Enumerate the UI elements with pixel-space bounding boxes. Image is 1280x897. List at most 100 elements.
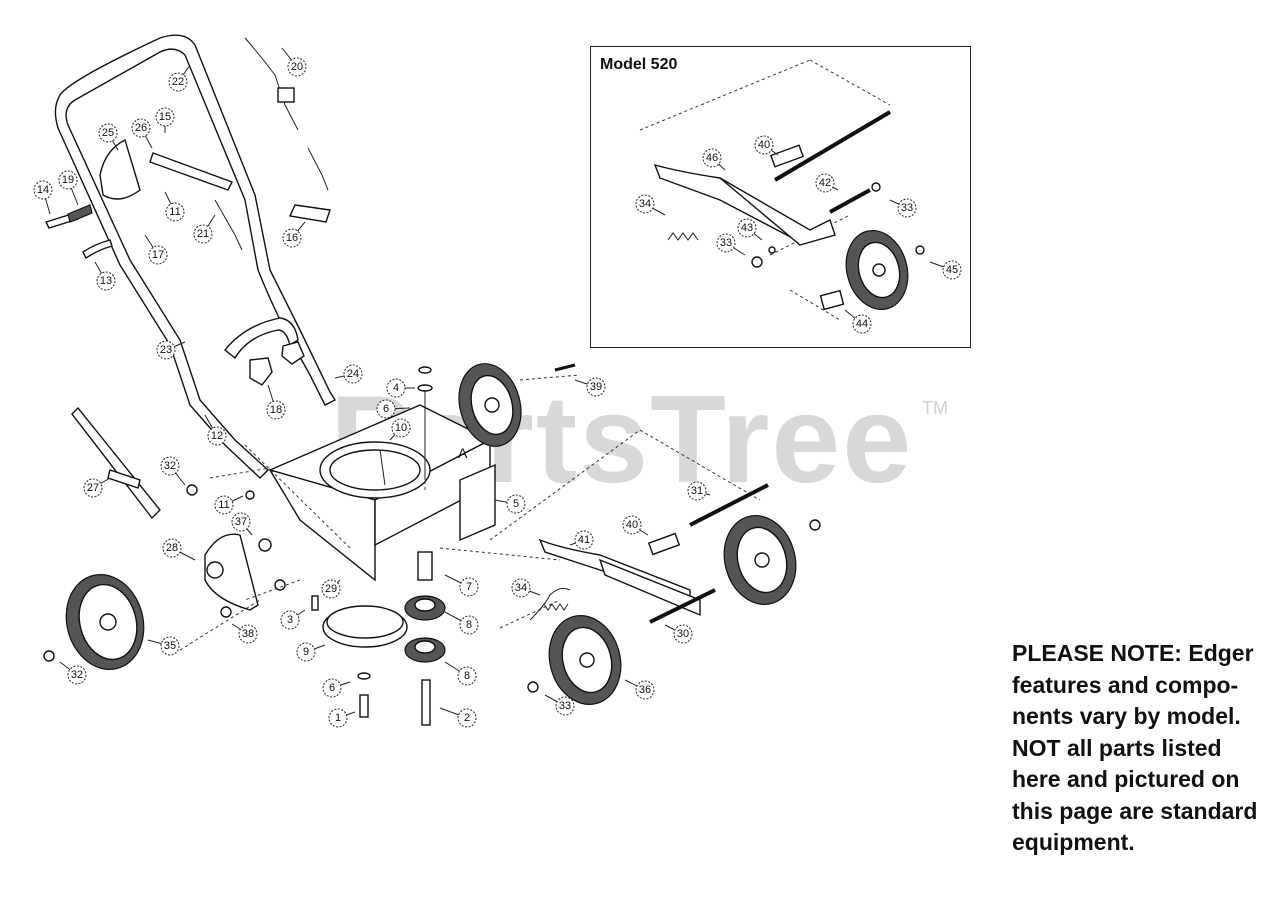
callout-circle bbox=[737, 218, 757, 238]
callout-circle bbox=[555, 696, 575, 716]
callout-number: 1 bbox=[335, 712, 341, 724]
callout-number: 44 bbox=[856, 318, 868, 330]
callout-circle bbox=[635, 194, 655, 214]
callout-circle bbox=[673, 624, 693, 644]
washer-37 bbox=[258, 538, 272, 552]
callout-20: 20 bbox=[281, 47, 307, 77]
callout-number: 33 bbox=[720, 237, 732, 249]
callout-7: 7 bbox=[444, 574, 479, 597]
callout-circle bbox=[702, 148, 722, 168]
callout-17: 17 bbox=[144, 234, 168, 265]
wheel-36 bbox=[548, 614, 622, 706]
callout-number: 8 bbox=[464, 670, 470, 682]
callout-number: 42 bbox=[819, 177, 831, 189]
callout-24: 24 bbox=[334, 364, 363, 384]
callout-number: 35 bbox=[164, 640, 176, 652]
callout-circle bbox=[148, 245, 168, 265]
callout-circle bbox=[687, 481, 707, 501]
callout-number: 11 bbox=[169, 206, 180, 218]
pivot-knob bbox=[206, 561, 224, 579]
callout-circle bbox=[33, 180, 53, 200]
callout-42: 42 bbox=[815, 173, 839, 193]
callout-number: 34 bbox=[639, 198, 651, 210]
pulley-hardware bbox=[311, 366, 446, 726]
callout-number: 6 bbox=[329, 682, 335, 694]
callout-29: 29 bbox=[321, 579, 341, 599]
callout-9: 9 bbox=[296, 642, 326, 662]
callout-circle bbox=[635, 680, 655, 700]
callout-34: 34 bbox=[635, 194, 666, 216]
callout-6: 6 bbox=[322, 678, 351, 698]
callout-circle bbox=[96, 271, 116, 291]
callout-number: 24 bbox=[347, 368, 359, 380]
callout-number: 39 bbox=[590, 381, 602, 393]
callout-36: 36 bbox=[624, 679, 655, 700]
callout-number: 18 bbox=[270, 404, 282, 416]
callout-number: 43 bbox=[741, 222, 753, 234]
callout-25: 25 bbox=[98, 123, 119, 151]
callout-34: 34 bbox=[511, 578, 541, 598]
callout-circle bbox=[160, 456, 180, 476]
callout-circle bbox=[506, 494, 526, 514]
callout-35: 35 bbox=[147, 636, 180, 656]
callout-31: 31 bbox=[687, 481, 711, 501]
callout-circle bbox=[165, 202, 185, 222]
callout-32: 32 bbox=[59, 661, 87, 685]
callout-number: 32 bbox=[71, 669, 83, 681]
callout-circle bbox=[282, 228, 302, 248]
callout-number: 25 bbox=[102, 127, 114, 139]
callout-33: 33 bbox=[544, 694, 575, 716]
callout-number: 33 bbox=[901, 202, 913, 214]
callout-15: 15 bbox=[155, 107, 175, 133]
height-adjust-bracket bbox=[204, 533, 259, 611]
callout-circle bbox=[459, 615, 479, 635]
callout-circle bbox=[586, 377, 606, 397]
callout-number: 20 bbox=[291, 61, 303, 73]
callout-27: 27 bbox=[83, 477, 111, 498]
callout-13: 13 bbox=[94, 261, 116, 291]
callout-circle bbox=[376, 399, 396, 419]
callout-number: 9 bbox=[303, 646, 309, 658]
callout-circle bbox=[214, 495, 234, 515]
callout-41: 41 bbox=[569, 530, 594, 550]
callout-circle bbox=[716, 233, 736, 253]
note-line: PLEASE NOTE: Edger bbox=[1012, 640, 1254, 666]
callout-number: 7 bbox=[466, 581, 472, 593]
inset-drawing bbox=[639, 59, 925, 321]
callout-circle bbox=[942, 260, 962, 280]
callout-33: 33 bbox=[889, 198, 917, 218]
callout-number: 45 bbox=[946, 264, 958, 276]
callout-number: 36 bbox=[639, 684, 651, 696]
callout-44: 44 bbox=[844, 309, 872, 334]
callout-40: 40 bbox=[754, 135, 779, 156]
callout-18: 18 bbox=[266, 384, 286, 420]
callout-number: 28 bbox=[166, 542, 178, 554]
callout-circle bbox=[266, 400, 286, 420]
handle-assembly bbox=[54, 34, 337, 479]
callout-circle bbox=[391, 418, 411, 438]
callout-1: 1 bbox=[328, 708, 356, 728]
callout-45: 45 bbox=[929, 260, 962, 280]
callout-circle bbox=[238, 624, 258, 644]
please-note-text: PLEASE NOTE: Edger features and compo- n… bbox=[1012, 638, 1272, 859]
callout-circle bbox=[287, 57, 307, 77]
callout-number: 5 bbox=[513, 498, 519, 510]
callout-number: 22 bbox=[172, 76, 184, 88]
callout-circle bbox=[459, 577, 479, 597]
callout-11: 11 bbox=[164, 191, 185, 222]
callout-number: 27 bbox=[87, 482, 99, 494]
callout-circle bbox=[160, 636, 180, 656]
washer bbox=[274, 579, 286, 591]
callout-number: 37 bbox=[235, 516, 247, 528]
trademark-mark: TM bbox=[922, 398, 948, 418]
callout-number: 10 bbox=[395, 422, 407, 434]
callout-40: 40 bbox=[622, 515, 649, 536]
callout-number: 16 bbox=[286, 232, 298, 244]
callout-2: 2 bbox=[439, 707, 477, 728]
axle-bracket-assembly bbox=[43, 363, 821, 693]
callout-10: 10 bbox=[389, 418, 411, 441]
callout-circle bbox=[511, 578, 531, 598]
callout-number: 17 bbox=[152, 249, 164, 261]
note-line: features and compo- bbox=[1012, 671, 1239, 698]
callout-number: 15 bbox=[159, 111, 171, 123]
